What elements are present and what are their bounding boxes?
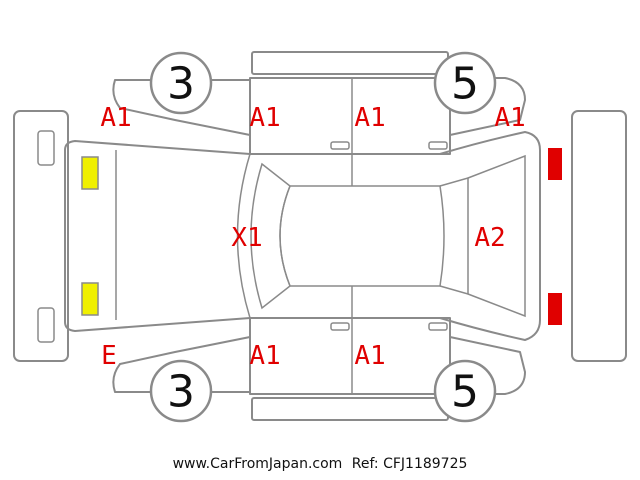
wheel-front-left: 3 bbox=[149, 51, 213, 115]
rear-light-left bbox=[548, 148, 562, 180]
damage-front-left-fender: A1 bbox=[100, 103, 131, 133]
wheel-front-right: 3 bbox=[149, 359, 213, 423]
rear-bumper bbox=[571, 110, 627, 362]
damage-right-rear-door: A1 bbox=[354, 341, 385, 371]
wheel-rear-right-number: 5 bbox=[451, 367, 479, 418]
footer-watermark: www.CarFromJapan.com Ref: CFJ1189725 bbox=[0, 456, 640, 472]
car-body bbox=[64, 131, 541, 341]
rear-light-right bbox=[548, 293, 562, 325]
damage-trunk: A2 bbox=[474, 223, 505, 253]
wheel-rear-left: 5 bbox=[433, 51, 497, 115]
damage-hood: X1 bbox=[231, 223, 262, 253]
front-light-right bbox=[81, 282, 99, 316]
footer-ref: Ref: CFJ1189725 bbox=[351, 456, 468, 472]
wheel-rear-right: 5 bbox=[433, 359, 497, 423]
wheel-front-right-number: 3 bbox=[167, 367, 195, 418]
front-bumper bbox=[13, 110, 69, 362]
footer-site: www.CarFromJapan.com bbox=[172, 456, 343, 472]
front-light-left bbox=[81, 156, 99, 190]
damage-left-front-door: A1 bbox=[249, 103, 280, 133]
damage-left-rear-quarter: A1 bbox=[494, 103, 525, 133]
damage-front-bumper-right: E bbox=[101, 341, 117, 371]
damage-right-front-door: A1 bbox=[249, 341, 280, 371]
wheel-rear-left-number: 5 bbox=[451, 59, 479, 110]
left-side-panels bbox=[112, 51, 526, 155]
vehicle-damage-diagram: 3 5 3 5 A1 A1 A1 A1 X1 A2 E A1 A1 bbox=[13, 51, 627, 423]
damage-left-rear-door: A1 bbox=[354, 103, 385, 133]
wheel-front-left-number: 3 bbox=[167, 59, 195, 110]
